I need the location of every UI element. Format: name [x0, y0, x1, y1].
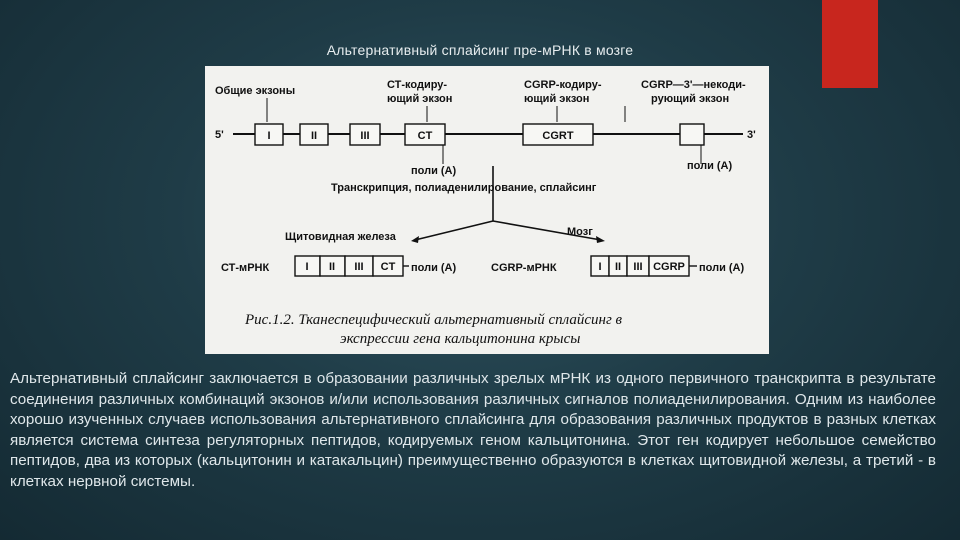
- label-cgrp-exon-2: ющий экзон: [524, 93, 589, 105]
- gene-exon-cgrt: [522, 123, 594, 146]
- label-ct-mrna: СТ-мРНК: [221, 262, 269, 274]
- gene-exon-ct-label: CT: [418, 130, 433, 142]
- gene-exon-1: [254, 123, 284, 146]
- arrow-head: [411, 236, 419, 243]
- cgrp-mrna-exon-3-label: III: [633, 261, 642, 273]
- label-ct-exon-2: ющий экзон: [387, 93, 452, 105]
- cgrp-mrna-exon-cgrp-label: CGRP: [653, 261, 685, 273]
- gene-exon-1-label: I: [267, 130, 270, 142]
- label-polya-1: поли (А): [411, 165, 457, 177]
- gene-exon-cgrt-label: CGRT: [542, 130, 573, 142]
- label-brain: Мозг: [567, 226, 593, 238]
- arrow-head: [596, 236, 605, 243]
- label-thyroid: Щитовидная железа: [285, 231, 397, 243]
- label-cgrp-mrna: CGRP-мРНК: [491, 262, 557, 274]
- label-process: Транскрипция, полиаденилирование, сплайс…: [331, 182, 597, 194]
- body-paragraph: Альтернативный сплайсинг заключается в о…: [10, 370, 936, 490]
- label-polya-ct: поли (А): [411, 262, 457, 274]
- splicing-diagram: Общие экзоны СТ-кодиру- ющий экзон CGRP-…: [215, 79, 756, 347]
- accent-bar: [822, 0, 878, 88]
- gene-exon-3-label: III: [360, 130, 369, 142]
- branch-thyroid: [414, 220, 494, 241]
- label-polya-2: поли (А): [687, 160, 733, 172]
- slide-title: Альтернативный сплайсинг пре-мРНК в мозг…: [326, 42, 634, 58]
- label-polya-cgrp: поли (А): [699, 262, 745, 274]
- splicing-figure: Общие экзоны СТ-кодиру- ющий экзон CGRP-…: [205, 66, 769, 354]
- gene-exon-3: [349, 123, 381, 146]
- ct-mrna-exon-3-label: III: [354, 261, 363, 273]
- cgrp-mrna-exon-2-label: II: [615, 261, 621, 273]
- gene-exon-3nc: [679, 123, 705, 146]
- ct-mrna-exon-2-label: II: [329, 261, 335, 273]
- figure-caption-line2: экспрессии гена кальцитонина крысы: [340, 331, 580, 347]
- ct-mrna-exon-ct-label: CT: [381, 261, 396, 273]
- label-ct-exon-1: СТ-кодиру-: [387, 79, 447, 91]
- label-cgrp-exon-1: CGRP-кодиру-: [524, 79, 602, 91]
- gene-exon-ct: [404, 123, 446, 146]
- figure-caption-line1: Рис.1.2. Тканеспецифический альтернативн…: [244, 312, 623, 328]
- label-common-exons: Общие экзоны: [215, 85, 295, 97]
- ct-mrna-exon-1-label: I: [305, 261, 308, 273]
- label-cgrp3-2: рующий экзон: [651, 93, 729, 105]
- gene-exon-2-label: II: [311, 130, 317, 142]
- cgrp-mrna-exon-1-label: I: [598, 261, 601, 273]
- label-5prime: 5': [215, 129, 224, 141]
- gene-exon-2: [299, 123, 329, 146]
- label-cgrp3-1: CGRP—3'—некоди-: [641, 79, 746, 91]
- label-3prime: 3': [747, 129, 756, 141]
- branch-brain: [492, 220, 602, 241]
